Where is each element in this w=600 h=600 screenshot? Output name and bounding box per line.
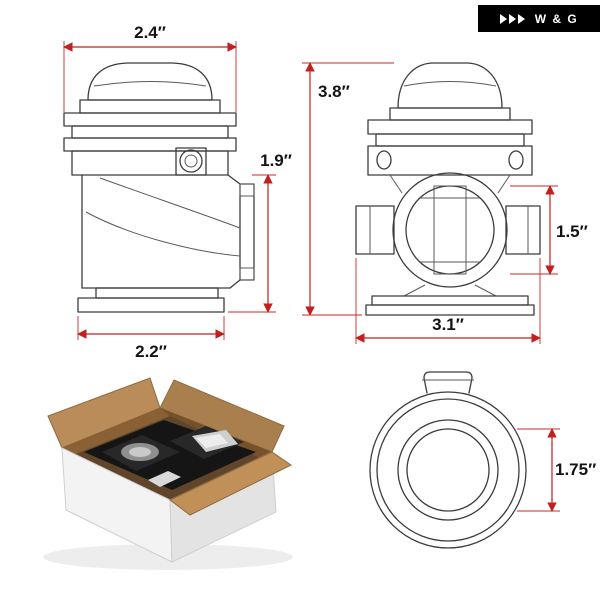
side-port-circle	[179, 149, 203, 173]
package-box-illustration	[43, 377, 293, 570]
front-bolt-hole-right	[508, 150, 524, 170]
wastegate-side-view	[63, 62, 255, 313]
side-rib-4	[63, 137, 237, 152]
box-flap-front	[169, 451, 292, 516]
dim-valve-opening: 1.5″	[510, 185, 588, 275]
side-rib-2	[63, 112, 237, 127]
side-port-boss	[175, 147, 207, 176]
bottom-outlet-ring	[397, 419, 499, 521]
front-rib-3	[375, 133, 525, 147]
dim-cap-width-label: 2.4″	[134, 23, 166, 42]
side-outlet-flange	[239, 183, 255, 281]
dim-cap-width: 2.4″	[63, 23, 237, 112]
front-base-flange	[365, 304, 535, 316]
side-rib-5	[71, 150, 229, 176]
dim-outlet-diameter: 1.75″	[517, 428, 596, 512]
packed-small-bag	[148, 471, 181, 487]
dim-base-width: 2.2″	[77, 316, 225, 361]
brand-chevrons-icon	[499, 13, 527, 24]
front-valve-housing	[392, 172, 508, 288]
side-rib-3	[71, 125, 229, 139]
side-base-flange	[77, 297, 225, 313]
side-cap	[87, 62, 213, 101]
bottom-inlet-tab	[423, 371, 473, 394]
dim-outlet-diameter-label: 1.75″	[555, 460, 596, 479]
dim-body-height: 1.9″	[228, 151, 292, 313]
front-base-step	[371, 295, 529, 306]
dim-body-height-label: 1.9″	[260, 151, 292, 170]
bottom-outer-ring	[369, 391, 527, 549]
front-bolt-hole-left	[376, 150, 392, 170]
brand-text: W & G	[534, 11, 579, 26]
bottom-outlet-bore	[406, 428, 490, 512]
front-side-flange-left	[355, 205, 395, 255]
dim-flange-width-label: 3.1″	[432, 315, 464, 334]
dim-valve-opening-label: 1.5″	[556, 222, 588, 241]
dim-flange-width: 3.1″	[355, 258, 541, 344]
front-side-flange-right	[505, 205, 541, 255]
brand-badge: W & G	[478, 5, 600, 32]
front-rib-2	[367, 119, 533, 135]
front-rib-4	[367, 145, 533, 176]
front-cap	[397, 62, 503, 109]
wastegate-bottom-view	[369, 371, 527, 549]
dim-overall-height-label: 3.8″	[318, 82, 350, 101]
dim-base-width-label: 2.2″	[135, 342, 167, 361]
side-base-neck	[95, 287, 219, 299]
front-rib-1	[389, 107, 511, 121]
wastegate-front-view	[355, 62, 541, 316]
dim-overall-height: 3.8″	[302, 62, 394, 316]
front-valve-plate	[433, 185, 467, 275]
front-valve-bore	[405, 185, 495, 275]
side-rib-1	[79, 99, 221, 114]
